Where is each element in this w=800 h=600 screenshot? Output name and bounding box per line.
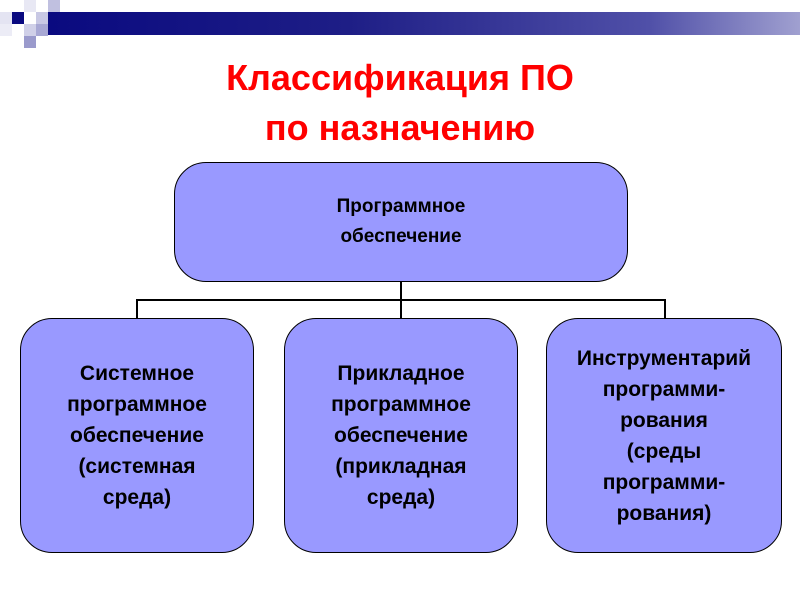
decor-square [36, 12, 48, 24]
programming-tools-box: Инструментарий программи- рования (среды… [546, 318, 782, 553]
decor-square [0, 12, 12, 24]
header-bar [48, 12, 800, 35]
connector-line [400, 299, 402, 319]
system-software-box: Системное программное обеспечение (систе… [20, 318, 254, 553]
decor-square [0, 24, 12, 36]
decor-square [36, 24, 48, 36]
decor-square [48, 0, 60, 12]
connector-line [664, 299, 666, 319]
slide-title-line1: Классификация ПО [226, 57, 574, 98]
decor-square [24, 24, 36, 36]
decor-square [12, 12, 24, 24]
connector-line [136, 299, 138, 319]
decor-square [24, 0, 36, 12]
connector-line [400, 282, 402, 301]
slide-title-line2: по назначению [264, 107, 536, 148]
decor-square [24, 36, 36, 48]
root-box: Программное обеспечение [174, 162, 628, 282]
application-software-box: Прикладное программное обеспечение (прик… [284, 318, 518, 553]
